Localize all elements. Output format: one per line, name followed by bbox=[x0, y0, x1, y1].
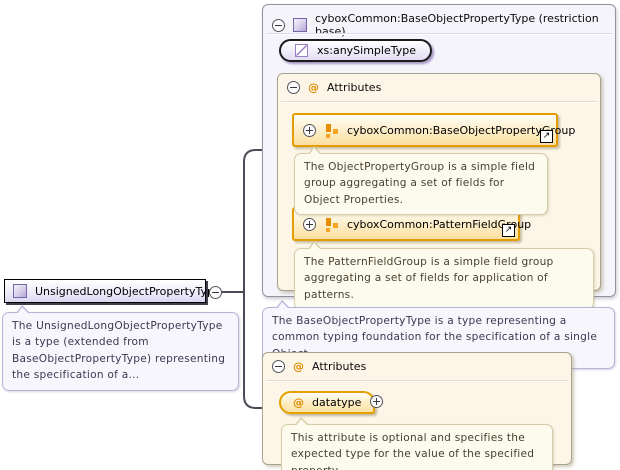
complex-type-icon bbox=[13, 284, 27, 298]
reference-arrow-icon[interactable]: ↗ bbox=[502, 224, 515, 237]
collapse-toggle-own-attributes[interactable] bbox=[272, 360, 285, 373]
simple-type-pill[interactable]: xs:anySimpleType bbox=[279, 39, 432, 62]
group-doc-tooltip: The PatternFieldGroup is a simple field … bbox=[294, 240, 594, 311]
attribute-icon: @ bbox=[293, 360, 304, 373]
expand-toggle-datatype[interactable] bbox=[370, 395, 383, 408]
collapse-toggle-root[interactable] bbox=[209, 286, 222, 299]
attribute-icon: @ bbox=[308, 81, 319, 94]
simple-type-label: xs:anySimpleType bbox=[317, 44, 416, 57]
own-attributes-panel: @ Attributes @ datatype This attribute i… bbox=[262, 352, 572, 470]
base-attributes-panel: @ Attributes cyboxCommon:BaseObjectPrope… bbox=[277, 73, 601, 311]
header-divider bbox=[281, 101, 597, 102]
attribute-group-label: cyboxCommon:BaseObjectPropertyGroup bbox=[347, 123, 576, 137]
own-attributes-header: @ Attributes bbox=[263, 353, 571, 379]
attribute-group-label: cyboxCommon:PatternFieldGroup bbox=[347, 217, 532, 231]
attribute-icon: @ bbox=[293, 396, 304, 409]
base-type-panel: cyboxCommon:BaseObjectPropertyType (rest… bbox=[262, 4, 616, 311]
attribute-group-icon bbox=[325, 217, 338, 232]
attribute-datatype-pill[interactable]: @ datatype bbox=[279, 391, 376, 414]
group-doc-text: The ObjectPropertyGroup is a simple fiel… bbox=[304, 161, 536, 206]
attribute-group-baseobjectpropertygroup[interactable]: cyboxCommon:BaseObjectPropertyGroup ↗ bbox=[292, 113, 575, 147]
base-type-panel-header: cyboxCommon:BaseObjectPropertyType (rest… bbox=[263, 5, 615, 44]
complex-type-icon bbox=[293, 18, 307, 32]
type-box-root-label: UnsignedLongObjectPropertyType bbox=[35, 284, 221, 298]
simple-type-icon bbox=[295, 44, 308, 57]
attribute-doc-tooltip: This attribute is optional and specifies… bbox=[281, 416, 553, 470]
group-doc-text: The PatternFieldGroup is a simple field … bbox=[304, 256, 554, 301]
expand-toggle-icon[interactable] bbox=[303, 123, 316, 137]
header-divider bbox=[266, 33, 612, 34]
own-attributes-title: Attributes bbox=[312, 360, 367, 373]
attribute-group-icon bbox=[325, 123, 338, 138]
collapse-toggle-base-type[interactable] bbox=[272, 18, 285, 32]
base-type-title: cyboxCommon:BaseObjectPropertyType (rest… bbox=[315, 12, 599, 38]
reference-arrow-icon[interactable]: ↗ bbox=[540, 130, 553, 143]
collapse-toggle-base-attributes[interactable] bbox=[287, 81, 300, 94]
root-doc-text: The UnsignedLongObjectPropertyType is a … bbox=[12, 320, 226, 382]
attribute-name: datatype bbox=[312, 396, 362, 409]
header-divider bbox=[266, 380, 568, 381]
attribute-doc-text: This attribute is optional and specifies… bbox=[291, 432, 535, 470]
type-box-root[interactable]: UnsignedLongObjectPropertyType bbox=[4, 279, 221, 303]
base-attributes-header: @ Attributes bbox=[278, 74, 600, 100]
group-doc-tooltip: The ObjectPropertyGroup is a simple fiel… bbox=[294, 145, 548, 216]
base-attributes-title: Attributes bbox=[327, 81, 382, 94]
root-doc-tooltip: The UnsignedLongObjectPropertyType is a … bbox=[2, 305, 239, 391]
expand-toggle-icon[interactable] bbox=[303, 217, 316, 231]
